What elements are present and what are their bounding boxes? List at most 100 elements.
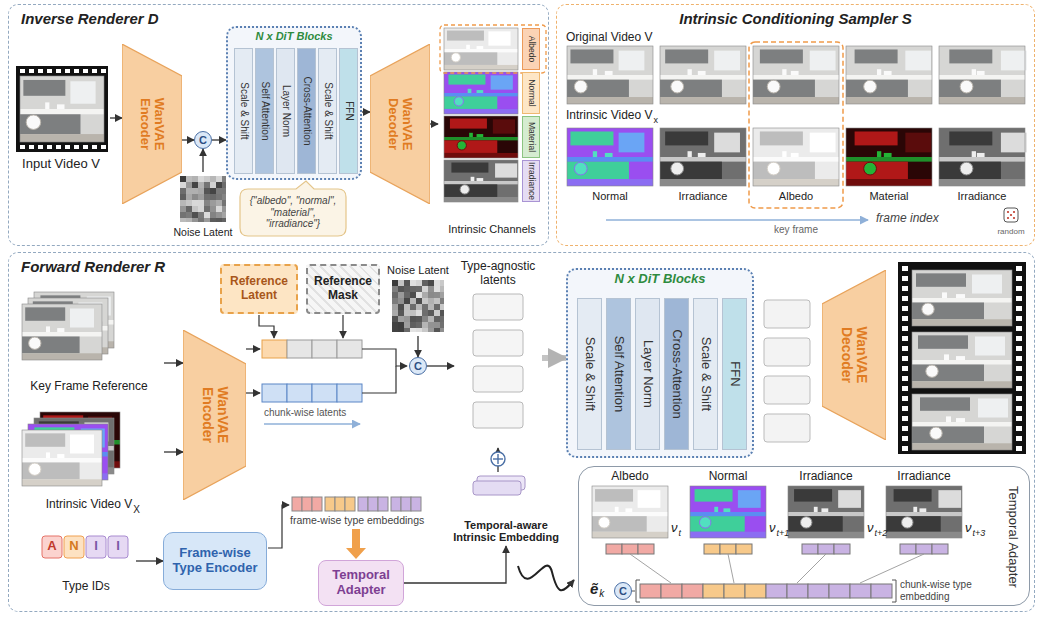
frame-part bbox=[671, 162, 684, 175]
frame-part bbox=[912, 332, 1012, 388]
film-hole bbox=[65, 145, 70, 149]
frame-part bbox=[810, 51, 836, 71]
frame-part bbox=[938, 490, 961, 508]
frame-part bbox=[877, 151, 881, 157]
noise-cell bbox=[410, 280, 416, 286]
type-embedding-cell bbox=[932, 544, 948, 554]
frame-border bbox=[444, 160, 518, 202]
axis-note: chunk-wise latents bbox=[264, 407, 346, 419]
film-hole bbox=[902, 356, 908, 361]
frame-part bbox=[912, 319, 1012, 326]
decoder-trapezoid: WanVAE Decoder bbox=[822, 270, 886, 440]
embedding-cell bbox=[325, 497, 335, 511]
frame-image bbox=[22, 304, 102, 360]
noise-cell bbox=[422, 286, 428, 292]
frame-part bbox=[972, 69, 976, 75]
frame-part bbox=[444, 137, 518, 140]
dice-dot bbox=[1007, 211, 1009, 213]
film-hole bbox=[902, 296, 908, 301]
embedding-cell bbox=[401, 497, 411, 511]
noise-cell bbox=[440, 286, 444, 292]
node-text: Self Attention bbox=[259, 52, 271, 170]
noise-cell bbox=[428, 304, 434, 310]
node-text: Temporal-aware Intrinsic Embedding bbox=[448, 519, 564, 544]
node-text: Forward Renderer R bbox=[21, 258, 165, 275]
embedding-cell bbox=[302, 497, 312, 511]
frame-part bbox=[444, 153, 518, 158]
frame-part bbox=[493, 119, 515, 133]
wire bbox=[728, 554, 734, 583]
dit-layer-bar: Scale & Shift bbox=[234, 48, 253, 174]
noise-cell bbox=[416, 322, 422, 328]
frame-part bbox=[1001, 133, 1027, 153]
latent-box bbox=[764, 300, 810, 328]
node-text: Normal bbox=[526, 74, 536, 112]
node-text: Intrinsic Channels bbox=[448, 223, 535, 236]
node-text: Scale & Shift bbox=[582, 302, 597, 446]
noise-cell bbox=[422, 292, 428, 298]
noise-cell bbox=[416, 304, 422, 310]
noise-cell bbox=[186, 182, 192, 188]
frame-part bbox=[956, 356, 965, 360]
noise-cell bbox=[210, 188, 216, 194]
frame-image bbox=[22, 430, 102, 486]
wire bbox=[342, 315, 343, 338]
frame-part bbox=[838, 490, 861, 508]
noise-cell bbox=[204, 200, 210, 206]
frame-part bbox=[753, 128, 839, 186]
frame-part bbox=[753, 162, 815, 179]
add-symbol bbox=[491, 452, 505, 466]
frame-part bbox=[22, 430, 102, 486]
wire bbox=[362, 366, 396, 393]
frame-part bbox=[753, 80, 815, 97]
noise-cell bbox=[416, 280, 422, 286]
noise-cell bbox=[204, 206, 210, 212]
node-text: WanVAE Encoder bbox=[199, 362, 230, 467]
noise-cell bbox=[410, 304, 416, 310]
film-hole bbox=[1016, 356, 1022, 361]
latent-cell bbox=[337, 340, 362, 358]
noise-cell bbox=[180, 194, 186, 200]
frame-part bbox=[567, 157, 653, 162]
frame-part bbox=[26, 115, 41, 130]
latent-cell bbox=[312, 340, 337, 358]
film-hole bbox=[1016, 276, 1022, 281]
noise-cell bbox=[416, 298, 422, 304]
noise-cell bbox=[180, 182, 186, 188]
frame-part bbox=[660, 97, 746, 104]
frame-part bbox=[978, 398, 1008, 417]
frame-part bbox=[760, 49, 803, 63]
embedding-cell bbox=[358, 497, 368, 511]
noise-cell bbox=[216, 182, 222, 188]
latent-cell bbox=[287, 340, 312, 358]
film-hole bbox=[83, 69, 88, 73]
subscript: t+1 bbox=[777, 528, 790, 538]
film-hole bbox=[1016, 386, 1022, 391]
wire bbox=[246, 348, 260, 349]
subscript: k bbox=[599, 588, 604, 600]
film-hole bbox=[902, 436, 908, 441]
film-hole bbox=[65, 69, 70, 73]
noise-cell bbox=[404, 304, 410, 310]
film-hole bbox=[1016, 286, 1022, 291]
channel-tag: Material bbox=[522, 116, 540, 158]
noise-cell bbox=[422, 298, 428, 304]
film-hole bbox=[101, 69, 106, 73]
wire bbox=[246, 392, 260, 393]
frame-part bbox=[791, 153, 799, 157]
frame-part bbox=[846, 162, 908, 179]
frame-part bbox=[864, 162, 877, 175]
frame-border bbox=[788, 486, 864, 538]
frame-part bbox=[791, 71, 799, 75]
frame-image bbox=[592, 486, 668, 538]
channel-tag: Normal bbox=[522, 72, 540, 114]
noise-cell bbox=[398, 280, 404, 286]
noise-cell bbox=[180, 176, 186, 182]
node-text: C bbox=[199, 135, 207, 146]
film-strip bbox=[16, 66, 108, 152]
reference-mask-box: Reference Mask bbox=[306, 264, 380, 314]
noise-cell bbox=[192, 218, 198, 222]
frame-part bbox=[22, 458, 102, 462]
frame-part bbox=[567, 75, 653, 80]
frame-border bbox=[22, 304, 102, 360]
